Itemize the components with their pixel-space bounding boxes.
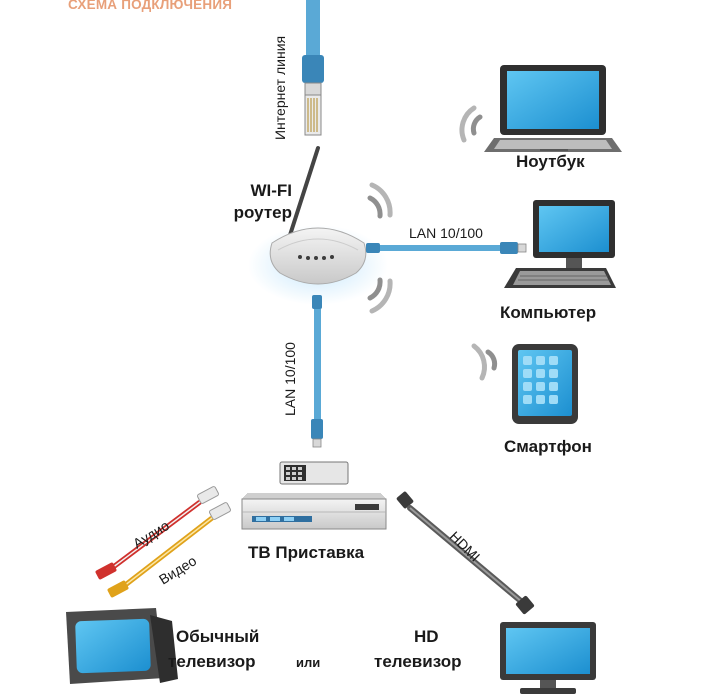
lan-cable-vertical	[311, 295, 323, 448]
set-top-box-icon	[241, 493, 387, 530]
laptop-wifi-icon	[459, 105, 483, 143]
hd-tv-label-line1: HD	[414, 627, 439, 646]
audio-cable	[95, 486, 219, 580]
router-label-line2: роутер	[233, 203, 292, 222]
crt-tv-icon	[66, 608, 178, 684]
hdmi-cable	[396, 491, 535, 615]
router-label-line1: WI-FI	[250, 181, 292, 200]
tv-box-label: ТВ Приставка	[248, 543, 365, 562]
hd-tv-label-line2: телевизор	[374, 652, 462, 671]
regular-tv-label-line2: телевизор	[168, 652, 256, 671]
wifi-signal-icon	[367, 182, 393, 314]
smartphone-icon	[512, 344, 578, 424]
or-label: или	[296, 655, 321, 670]
lan-vertical-label: LAN 10/100	[282, 342, 298, 416]
lan-horizontal-label: LAN 10/100	[409, 225, 483, 241]
smartphone-wifi-icon	[471, 343, 498, 381]
video-cable	[107, 502, 231, 598]
remote-module-icon	[279, 461, 349, 485]
regular-tv-label-line1: Обычный	[176, 627, 260, 646]
desktop-computer-icon	[504, 200, 616, 288]
lan-cable-horizontal	[366, 242, 527, 254]
wifi-router-icon	[248, 146, 388, 305]
smartphone-label: Смартфон	[504, 437, 592, 456]
laptop-icon	[484, 65, 622, 152]
computer-label: Компьютер	[500, 303, 597, 322]
internet-cable	[302, 0, 324, 136]
diagram-title: СХЕМА ПОДКЛЮЧЕНИЯ	[68, 0, 233, 12]
flat-tv-icon	[500, 622, 596, 694]
internet-line-label: Интернет линия	[272, 35, 288, 140]
laptop-label: Ноутбук	[516, 152, 585, 171]
